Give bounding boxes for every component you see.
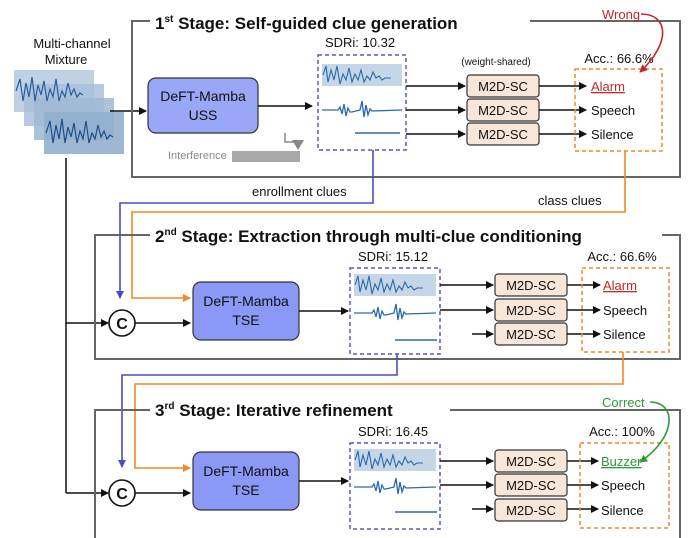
stage2-classifier-2: M2D-SC [506,303,556,318]
stage3-model-box [192,451,300,511]
stage3-wave-speech [354,477,437,495]
stage2-title: 2nd Stage: Extraction through multi-clue… [155,227,582,246]
stage3-model-name: DeFT-Mamba [203,463,289,479]
stage2-wave-alarm [354,274,436,296]
stage2-classifier-1: M2D-SC [506,278,556,293]
stage1-wave-alarm [322,64,402,86]
stage1-class-1: Alarm [591,79,625,94]
stage3-sdri: SDRi: 16.45 [358,424,428,439]
stage3-wave-buzzer [354,449,436,471]
stage1-model-box [147,77,259,134]
stage1-class-output-box [574,68,663,152]
weight-shared-label: (weight-shared) [461,57,530,68]
stage1-class-2: Speech [591,103,635,118]
stage2-model-name: DeFT-Mamba [203,293,289,309]
stage3-model-type: TSE [232,482,259,498]
stage1-class-3: Silence [591,127,634,142]
stage1-sdri: SDRi: 10.32 [325,35,395,50]
input-label-line2: Mixture [45,52,88,67]
stage1-classifier-2: M2D-SC [478,103,528,118]
correct-annotation: Correct [602,395,645,410]
enrollment-clue-arrow-1 [116,150,374,299]
class-clue-arrow-2 [134,352,624,472]
stage2-class-1: Alarm [603,278,637,293]
stage1-model-type: USS [189,107,218,123]
stage3-class-output-box [579,442,670,529]
enrollment-clue-label: enrollment clues [252,184,347,199]
multichannel-waveform-stack [14,70,124,154]
stage1-wave-speech [322,100,403,118]
stage3-classifier-3: M2D-SC [506,503,556,518]
stage3-concat-symbol: C [116,486,128,503]
stage1-classifier-1: M2D-SC [478,79,528,94]
stage2-classifier-3: M2D-SC [506,327,556,342]
interference-label: Interference [168,150,227,162]
class-clue-arrow-1 [131,151,626,302]
stage2-class-output-box [581,267,670,353]
stage2-accuracy: Acc.: 66.6% [587,249,657,264]
stage2-model-box [192,281,300,341]
stage2-sdri: SDRi: 15.12 [358,249,428,264]
correct-arrow [639,401,670,463]
stage2-model-type: TSE [232,312,259,328]
stage3-class-1: Buzzer [601,454,642,469]
interference-waveform [232,151,300,162]
stage2-wave-speech [354,303,437,321]
stage3-class-2: Speech [601,478,645,493]
stage1-title: 1st Stage: Self-guided clue generation [155,14,458,33]
stage2-concat-symbol: C [116,316,128,333]
stage3-classifier-2: M2D-SC [506,478,556,493]
wrong-annotation: Wrong [602,7,640,22]
stage1-model-name: DeFT-Mamba [160,88,246,104]
input-label-line1: Multi-channel [33,36,110,51]
stage1-classifiers: M2D-SC M2D-SC M2D-SC [466,74,540,146]
stage3-classifier-1: M2D-SC [506,454,556,469]
stage2-class-3: Silence [603,327,646,342]
stage3-title: 3rd Stage: Iterative refinement [155,401,393,420]
stage2-classifiers: M2D-SC M2D-SC M2D-SC [494,273,568,346]
stage3-classifiers: M2D-SC M2D-SC M2D-SC [494,449,568,522]
stage1-classifier-3: M2D-SC [478,127,528,142]
enrollment-clue-arrow-2 [118,354,398,468]
stage2-class-2: Speech [603,303,647,318]
wrong-arrow [639,13,664,73]
stage1-accuracy: Acc.: 66.6% [584,51,654,66]
stage3-class-3: Silence [601,503,644,518]
class-clue-label: class clues [538,193,602,208]
stage3-accuracy: Acc.: 100% [589,424,655,439]
